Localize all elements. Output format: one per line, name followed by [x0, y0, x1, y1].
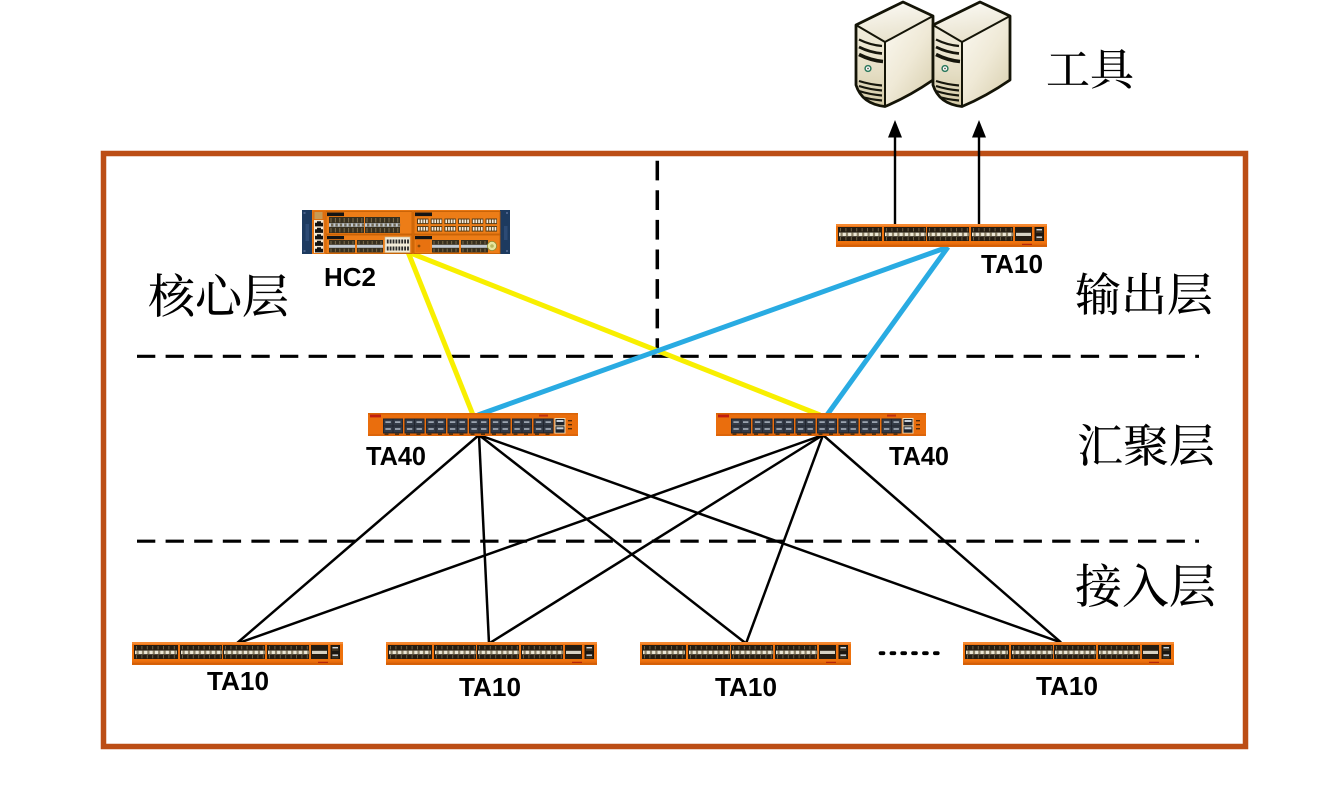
svg-text:HC2: HC2 — [324, 262, 376, 292]
svg-text:TA40: TA40 — [366, 441, 426, 471]
svg-text:TA10: TA10 — [981, 249, 1043, 279]
svg-text:TA40: TA40 — [889, 441, 949, 471]
svg-text:TA10: TA10 — [715, 672, 777, 702]
svg-text:TA10: TA10 — [207, 666, 269, 696]
svg-text:TA10: TA10 — [1036, 671, 1098, 701]
svg-text:TA10: TA10 — [459, 672, 521, 702]
